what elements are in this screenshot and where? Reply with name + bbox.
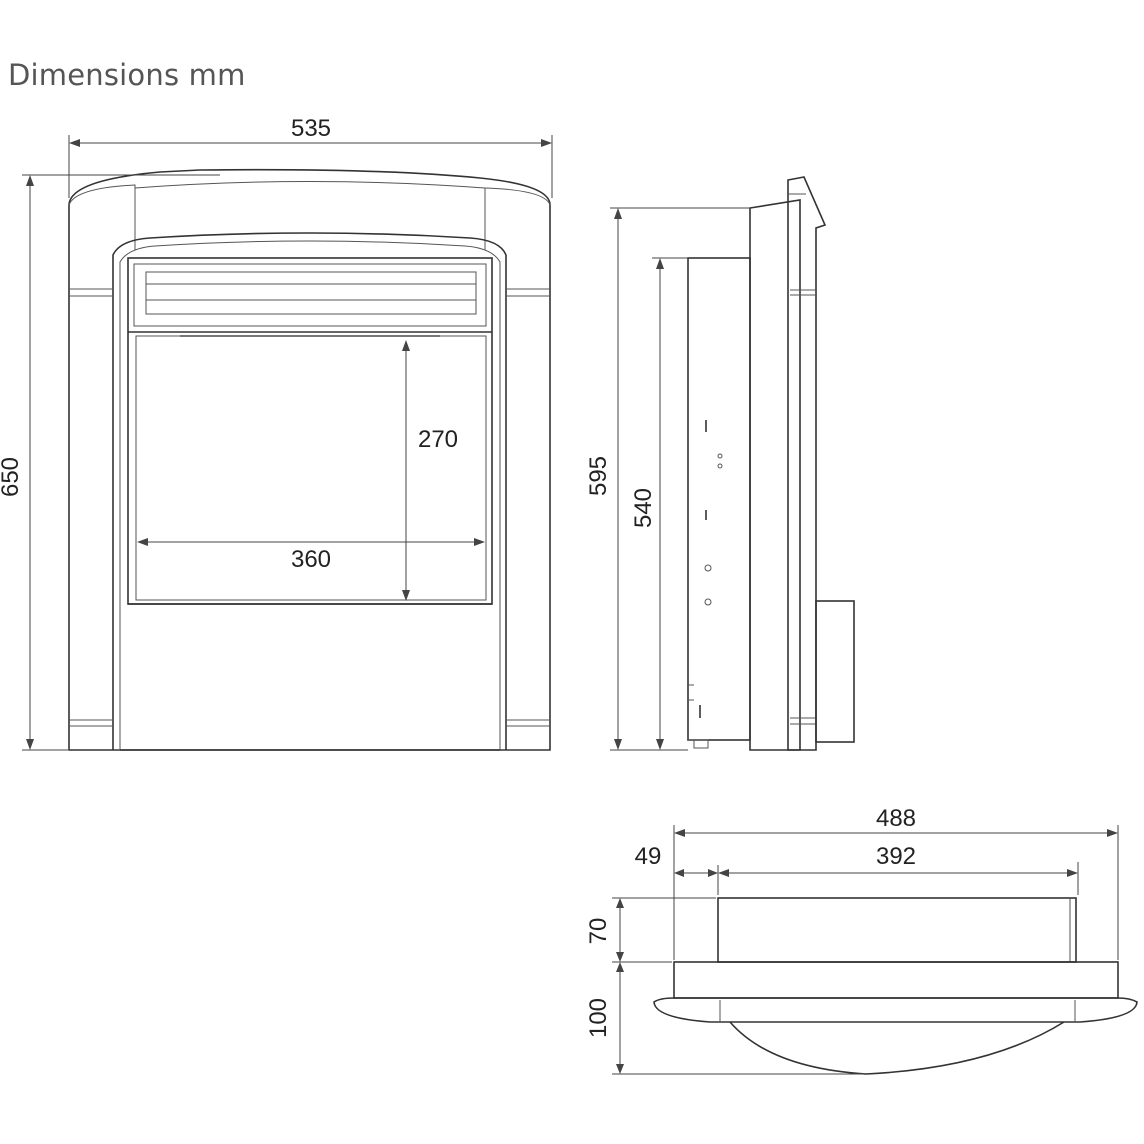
dimension-top-depth-lower: 100 [585, 962, 864, 1075]
page-title: Dimensions mm [8, 58, 246, 92]
label-side-height: 595 [585, 456, 612, 496]
label-front-width: 535 [291, 115, 331, 142]
dimension-side-inner-height: 540 [630, 257, 688, 750]
top-view [653, 897, 1138, 1075]
dimension-opening-height: 270 [402, 340, 458, 601]
dimension-top-total-width: 488 [673, 805, 1119, 960]
front-view [68, 168, 551, 751]
label-opening-height: 270 [418, 426, 458, 453]
dimension-top-depth-upper: 70 [585, 897, 716, 963]
label-front-height: 650 [0, 457, 24, 497]
label-top-depth-upper: 70 [585, 918, 612, 945]
label-side-inner-height: 540 [630, 488, 657, 528]
label-top-offset: 49 [635, 843, 662, 870]
side-view [687, 176, 855, 751]
dimension-opening-width: 360 [137, 538, 485, 573]
label-top-depth-lower: 100 [585, 998, 612, 1038]
label-top-inner-width: 392 [876, 843, 916, 870]
label-opening-width: 360 [291, 546, 331, 573]
dimension-front-height: 650 [0, 174, 220, 751]
dimension-side-height: 595 [585, 207, 750, 751]
dimension-top-inner-width: 392 [717, 843, 1079, 895]
label-top-total-width: 488 [876, 805, 916, 832]
dimension-front-width: 535 [68, 115, 553, 198]
dimension-top-offset: 49 [635, 843, 718, 877]
